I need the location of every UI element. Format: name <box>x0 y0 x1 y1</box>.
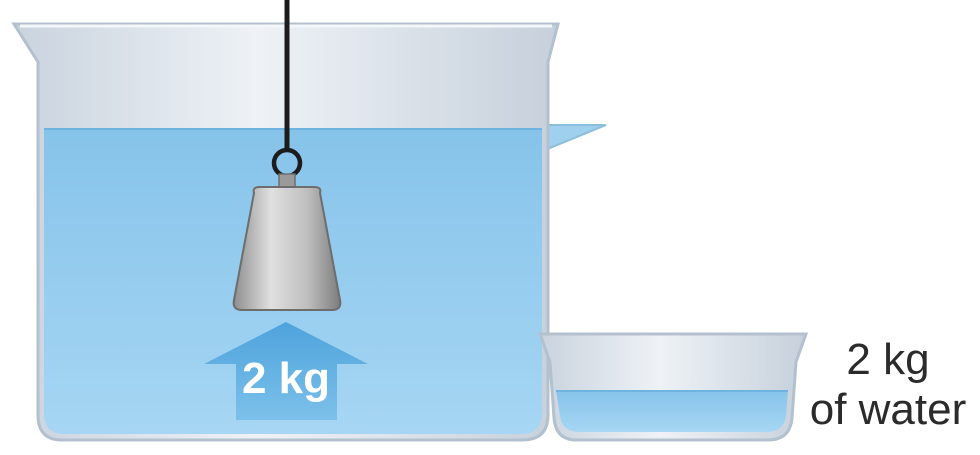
force-arrow-label: 2 kg <box>242 354 330 403</box>
weight-handle <box>279 174 295 188</box>
caption-mass: 2 kg <box>808 335 968 385</box>
caption-substance: of water <box>808 385 968 435</box>
dish-water <box>556 390 788 432</box>
catch-dish <box>540 334 806 440</box>
displaced-water-caption: 2 kg of water <box>808 335 968 435</box>
